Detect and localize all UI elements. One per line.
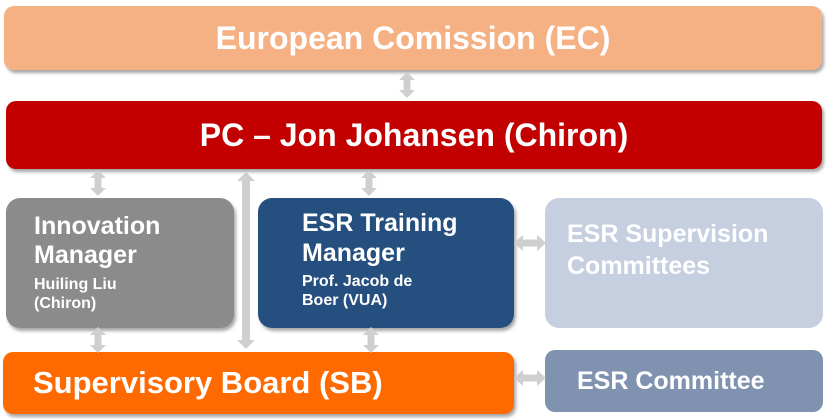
arrow-pc-innovation-manager — [90, 170, 106, 196]
node-esr-committee-label: ESR Committee — [577, 366, 765, 395]
arrow-pc-sb-long — [237, 172, 255, 349]
node-project-coordinator: PC – Jon Johansen (Chiron) — [6, 101, 822, 169]
innovation-manager-title-2: Manager — [34, 241, 137, 269]
innovation-manager-title-1: Innovation — [34, 212, 161, 240]
node-esr-supervision-committees: ESR Supervision Committees — [545, 198, 823, 328]
arrow-training-manager-supervision-committees — [514, 235, 546, 251]
training-manager-name: Prof. Jacob de — [302, 273, 413, 290]
node-supervisory-board: Supervisory Board (SB) — [3, 352, 514, 414]
innovation-manager-affiliation: (Chiron) — [34, 295, 97, 312]
arrow-ec-pc — [399, 72, 415, 98]
node-innovation-manager: Innovation Manager Huiling Liu (Chiron) — [6, 198, 234, 328]
node-supervisory-board-label: Supervisory Board (SB) — [33, 365, 383, 400]
node-project-coordinator-label: PC – Jon Johansen (Chiron) — [199, 116, 629, 153]
training-manager-title-2: Manager — [302, 239, 405, 267]
innovation-manager-name: Huiling Liu — [34, 276, 117, 293]
arrow-sb-esr-committee — [514, 370, 546, 386]
training-manager-title-1: ESR Training — [302, 209, 458, 237]
node-esr-training-manager: ESR Training Manager Prof. Jacob de Boer… — [258, 198, 514, 328]
node-european-commission: European Comission (EC) — [4, 6, 822, 70]
node-european-commission-label: European Comission (EC) — [215, 19, 611, 56]
arrow-training-manager-sb — [363, 327, 379, 353]
supervision-committees-line-1: ESR Supervision — [567, 220, 769, 248]
training-manager-affiliation: Boer (VUA) — [302, 292, 388, 309]
supervision-committees-line-2: Committees — [567, 252, 711, 280]
arrow-pc-training-manager — [361, 170, 377, 196]
arrow-innovation-manager-sb — [90, 327, 106, 353]
node-esr-committee: ESR Committee — [545, 350, 823, 412]
